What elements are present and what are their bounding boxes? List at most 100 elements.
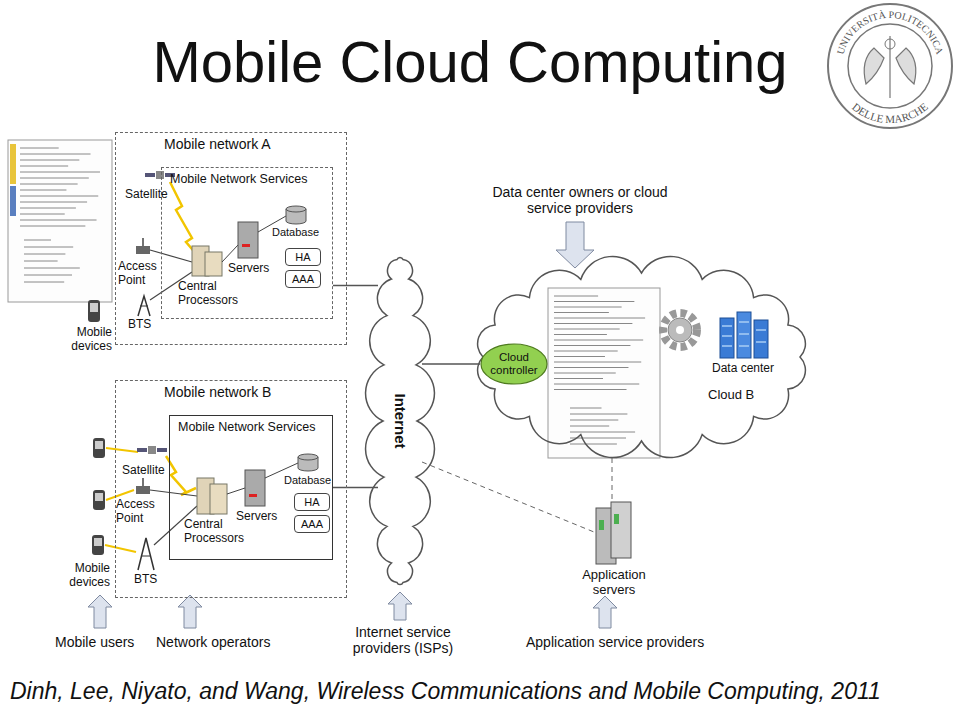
snippet-line (24, 261, 58, 262)
snippet-line (20, 202, 87, 203)
connector-line (333, 285, 378, 286)
snippet-line (20, 190, 66, 191)
network-box: Mobile network A Mobile Network ServicesH… (115, 132, 347, 345)
box-heading: Mobile Network Services (170, 172, 308, 186)
logo-text: DELLE MARCHE (850, 100, 930, 125)
block-arrow (556, 222, 594, 268)
cloud-outline (366, 257, 435, 584)
node-text: Internet (391, 393, 408, 448)
snippet-line (554, 318, 645, 319)
node-text: HA (286, 251, 320, 264)
service-box: HA (285, 248, 321, 266)
icon-label: Data center owners or cloud service prov… (490, 184, 670, 216)
snippet-line (24, 275, 72, 276)
dashed-link (422, 462, 594, 532)
snippet-line (554, 307, 622, 308)
snippet-line (24, 247, 73, 248)
node-text: Cloud controller (487, 351, 541, 377)
snippet-line (24, 254, 65, 255)
cloud-shape: Cloud B Cloud controller (478, 268, 805, 446)
snippet-line (554, 367, 628, 368)
snippet-line (554, 362, 641, 363)
snippet-line (20, 172, 100, 173)
icon-label: Application servers (574, 568, 654, 598)
service-box: AAA (294, 515, 330, 533)
snippet-line (20, 208, 76, 209)
cloud-outline (478, 256, 806, 457)
snippet-line (20, 160, 79, 161)
connector-line (333, 487, 378, 488)
snippet-line (570, 408, 602, 409)
code-snippet (548, 288, 660, 458)
connector-line (422, 363, 480, 364)
snippet-line (554, 345, 630, 346)
block-arrow (388, 592, 412, 620)
snippet-line (24, 268, 80, 269)
box-heading: Mobile Network Services (178, 420, 316, 434)
snippet-line (554, 351, 618, 352)
block-arrow (593, 596, 617, 628)
snippet-line (20, 148, 59, 149)
network-a-icons (88, 171, 306, 322)
snippet-line (24, 240, 51, 241)
controller-ellipse: Cloud controller (480, 343, 548, 385)
snippet-line (554, 389, 627, 390)
snippet-tab (10, 186, 16, 216)
network-box: Mobile network BMobile Network ServicesH… (115, 380, 347, 598)
snippet-line (20, 178, 89, 179)
snippet-line (570, 444, 617, 445)
snippet-line (554, 329, 620, 330)
icon-label: Mobile users (55, 634, 134, 650)
snippet-line (554, 378, 603, 379)
icon-label: Application service providers (526, 634, 704, 650)
snippet-line (20, 166, 68, 167)
block-arrow (88, 595, 112, 628)
gear-icon (663, 313, 697, 347)
icon-label: BTS (134, 573, 157, 587)
snippet-line (554, 301, 634, 302)
snippet-line (554, 334, 607, 335)
citation-caption: Dinh, Lee, Niyato, and Wang, Wireless Co… (10, 678, 881, 706)
icon-label: BTS (128, 318, 151, 332)
icon-label: Satellite (125, 188, 168, 202)
box-heading: Mobile network A (164, 136, 271, 152)
snippet-line (20, 214, 65, 215)
icon-label: Central Processors (178, 280, 232, 308)
network-b-icons (92, 438, 318, 570)
snippet-line (570, 414, 627, 415)
icon-label: Mobile devices (62, 326, 112, 354)
icon-label: Access Point (116, 498, 166, 526)
icon-label: Mobile devices (60, 562, 110, 590)
logo-text-path: UNIVERSITÀ POLITECNICA (835, 9, 946, 56)
snippet-line (554, 373, 616, 374)
block-arrow (178, 595, 202, 628)
snippet-line (570, 426, 609, 427)
snippet-line (570, 420, 618, 421)
snippet-line (554, 356, 605, 357)
icon-label: Database (284, 474, 331, 487)
snippet-line (570, 432, 635, 433)
university-logo (828, 4, 952, 128)
icon-label: Internet service providers (ISPs) (348, 624, 458, 656)
snippet-line (554, 384, 639, 385)
snippet-line (554, 323, 632, 324)
node-text: AAA (295, 518, 329, 531)
node-text: Cloud B (708, 388, 754, 403)
service-box: AAA (285, 270, 321, 288)
snippet-line (554, 312, 609, 313)
icon-label: Database (272, 226, 319, 239)
snippet-line (554, 340, 643, 341)
icon-label: Access Point (118, 260, 168, 288)
dashed-link (612, 458, 613, 504)
icon-label: Servers (228, 262, 269, 276)
icon-label: Satellite (122, 464, 165, 478)
snippet-line (24, 282, 64, 283)
icon-label: Data center (712, 362, 774, 376)
ellipse-outline (481, 344, 547, 384)
node-text: AAA (286, 273, 320, 286)
node-text: HA (295, 496, 329, 509)
code-snippet (8, 140, 112, 302)
